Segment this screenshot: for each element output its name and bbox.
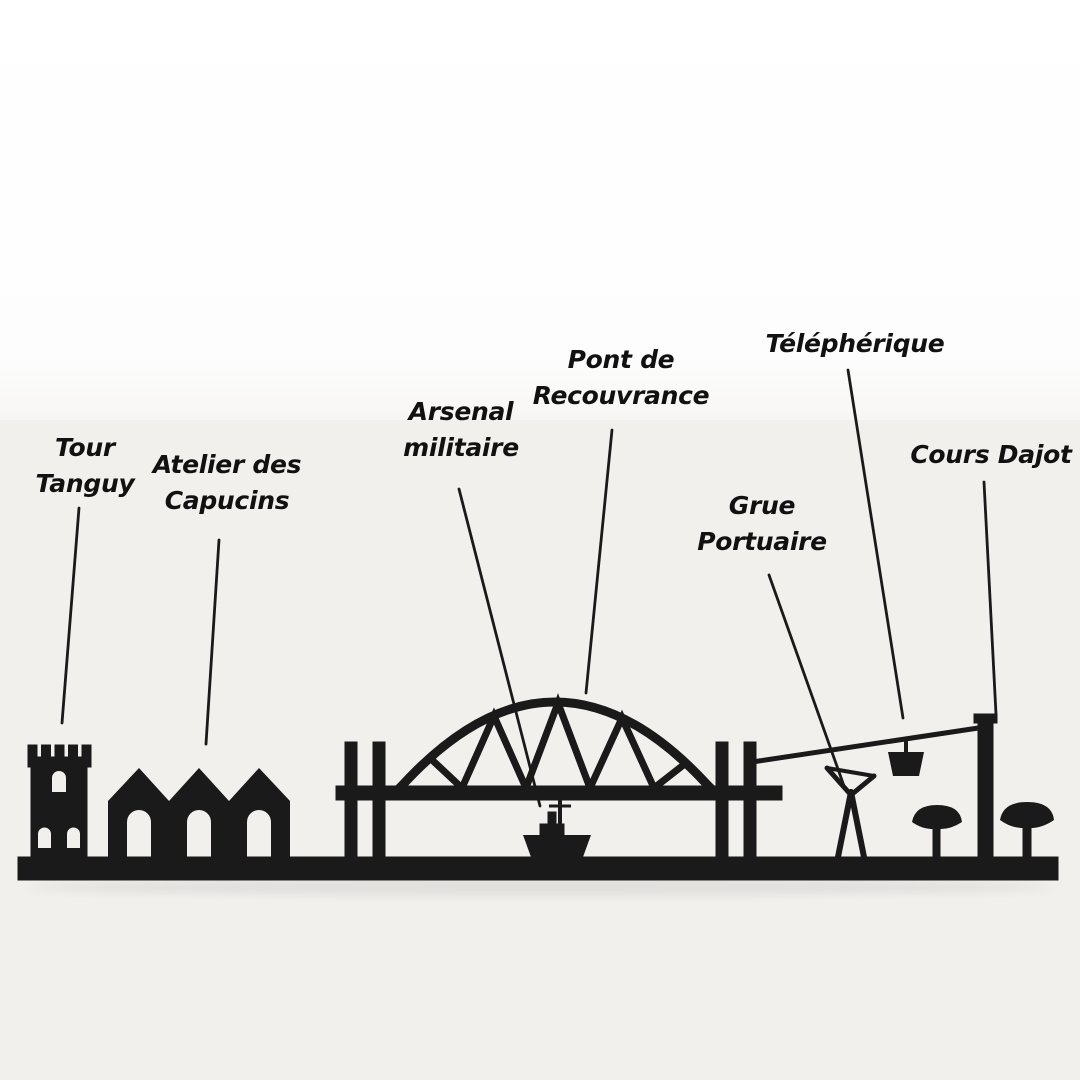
label-line: Pont de bbox=[567, 345, 675, 374]
label-line: Capucins bbox=[164, 486, 290, 516]
label-arsenal-militaire: Arsenal militaire bbox=[403, 394, 519, 467]
label-grue-portuaire: Grue Portuaire bbox=[697, 488, 827, 561]
label-line: Atelier des bbox=[152, 450, 302, 479]
label-line: Tour bbox=[55, 433, 115, 462]
label-tour-tanguy: Tour Tanguy bbox=[36, 430, 135, 503]
label-line: Recouvrance bbox=[532, 381, 710, 411]
pine-tree-right bbox=[1000, 802, 1054, 858]
label-line: Cours Dajot bbox=[910, 440, 1072, 469]
label-line: Grue bbox=[728, 491, 796, 520]
atelier-capucins-silhouette bbox=[108, 768, 290, 857]
tower-window bbox=[52, 771, 66, 792]
leader-line-pont-recouvrance bbox=[584, 428, 614, 695]
pont-de-recouvrance-silhouette bbox=[335, 693, 783, 858]
leader-line-arsenal-militaire bbox=[457, 487, 542, 808]
object-shadow bbox=[25, 879, 1055, 895]
telepherique-silhouette bbox=[751, 713, 998, 858]
arsenal-ship-silhouette bbox=[523, 799, 591, 857]
telepherique-pylon bbox=[977, 719, 994, 858]
label-atelier-des-capucins: Atelier des Capucins bbox=[152, 447, 302, 520]
label-line: Arsenal bbox=[408, 397, 514, 426]
label-line: Tanguy bbox=[35, 469, 135, 499]
leader-line-telepherique bbox=[846, 368, 905, 720]
leader-line-cours-dajot bbox=[982, 480, 998, 716]
cable-car bbox=[888, 752, 924, 776]
pine-tree-left bbox=[912, 805, 962, 858]
bridge-truss bbox=[395, 693, 715, 798]
grue-portuaire-silhouette bbox=[824, 765, 877, 860]
base-bar bbox=[17, 856, 1059, 881]
tower-window bbox=[38, 827, 51, 848]
label-line: militaire bbox=[403, 433, 519, 463]
tower-window bbox=[67, 827, 80, 848]
leader-line-tour-tanguy bbox=[60, 506, 81, 725]
label-telepherique: Téléphérique bbox=[766, 326, 945, 362]
label-pont-de-recouvrance: Pont de Recouvrance bbox=[533, 342, 710, 415]
label-line: Portuaire bbox=[697, 527, 827, 557]
leader-lines bbox=[60, 368, 998, 808]
leader-line-atelier-capucins bbox=[204, 538, 221, 746]
label-cours-dajot: Cours Dajot bbox=[910, 437, 1072, 473]
label-line: Téléphérique bbox=[765, 329, 945, 358]
tour-tanguy-silhouette bbox=[27, 744, 92, 858]
skyline-silhouette bbox=[17, 693, 1059, 881]
cable bbox=[751, 724, 986, 765]
background-wall bbox=[0, 0, 1080, 420]
